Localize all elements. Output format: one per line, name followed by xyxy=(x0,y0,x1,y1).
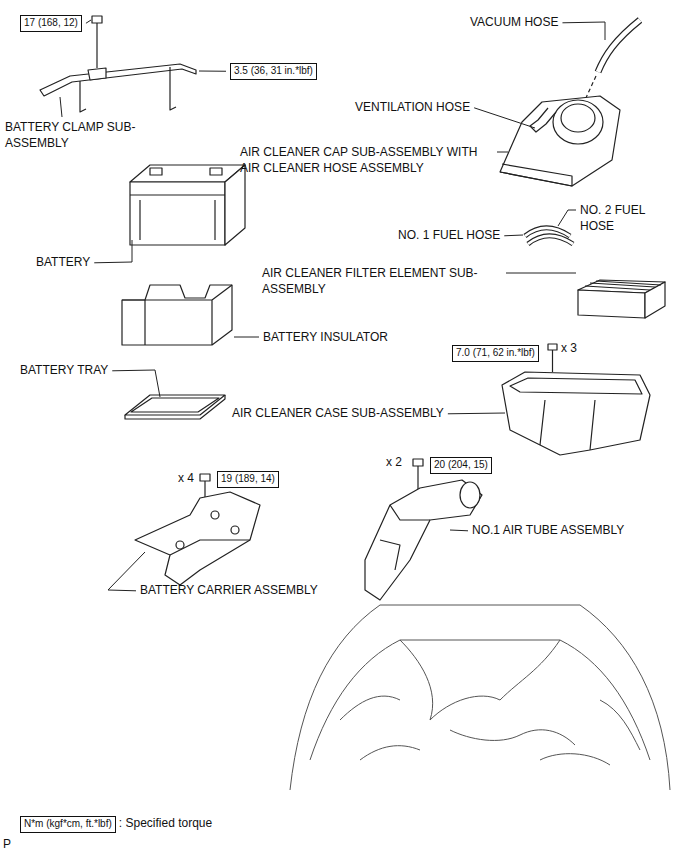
filter-element xyxy=(578,280,665,318)
torque-value: 19 (189, 14) xyxy=(221,473,275,484)
battery-insulator xyxy=(122,285,232,345)
part-name: AIR CLEANER FILTER ELEMENT SUB-ASSEMBLY xyxy=(262,266,502,297)
quantity: x 3 xyxy=(561,341,577,357)
engine-compartment xyxy=(290,605,670,790)
leader-line xyxy=(562,22,605,40)
torque-box: 19 (189, 14) xyxy=(217,471,279,488)
part-name: NO. 2 FUEL HOSE xyxy=(580,203,665,234)
leader-line xyxy=(94,240,132,263)
part-name: BATTERY INSULATOR xyxy=(263,330,388,346)
leader-line xyxy=(234,337,259,338)
leader-line xyxy=(108,552,145,591)
torque-value: 20 (204, 15) xyxy=(434,459,488,470)
part-name: NO. 1 FUEL HOSE xyxy=(398,228,500,244)
part-name: BATTERY TRAY xyxy=(20,363,108,379)
torque-box: 17 (168, 12) xyxy=(20,15,82,32)
leader-line xyxy=(504,235,523,237)
bolt xyxy=(92,16,102,23)
part-name: BATTERY xyxy=(36,255,90,271)
part-name: AIR CLEANER CASE SUB-ASSEMBLY xyxy=(232,406,444,422)
part-name: BATTERY CARRIER ASSEMBLY xyxy=(140,583,318,599)
bolt xyxy=(413,459,423,466)
torque-value: 3.5 (36, 31 in.*lbf) xyxy=(234,65,313,76)
air-cleaner-cap xyxy=(500,96,620,186)
part-name: NO.1 AIR TUBE ASSEMBLY xyxy=(472,523,624,539)
screw xyxy=(548,344,557,350)
leader-line xyxy=(86,20,91,23)
torque-value: 17 (168, 12) xyxy=(24,17,78,28)
torque-value: N*m (kgf*cm, ft.*lbf) xyxy=(24,818,112,829)
bolt xyxy=(200,474,210,481)
torque-box: 20 (204, 15) xyxy=(430,457,492,474)
leader-line xyxy=(448,413,505,415)
leader-line xyxy=(199,71,226,72)
battery-tray xyxy=(125,395,225,419)
air-tube xyxy=(365,459,482,600)
part-name: AIR CLEANER CAP SUB-ASSEMBLY WITH AIR CL… xyxy=(240,145,492,176)
leader-line xyxy=(112,370,160,397)
quantity: x 4 xyxy=(178,471,194,487)
leader-line xyxy=(450,530,468,532)
torque-value: 7.0 (71, 62 in.*lbf) xyxy=(456,347,535,358)
leader-line xyxy=(497,152,508,153)
leader-line xyxy=(60,97,62,117)
page-code: P xyxy=(3,837,11,853)
torque-box: 3.5 (36, 31 in.*lbf) xyxy=(230,63,317,80)
leader-line xyxy=(474,108,535,128)
quantity: x 2 xyxy=(386,455,402,471)
torque-box: 7.0 (71, 62 in.*lbf) xyxy=(452,345,539,362)
battery xyxy=(130,165,245,245)
battery-carrier xyxy=(135,474,260,585)
legend-text: : Specified torque xyxy=(119,816,212,832)
part-name: VENTILATION HOSE xyxy=(355,100,470,116)
legend-box: N*m (kgf*cm, ft.*lbf) xyxy=(20,816,116,833)
leader-line xyxy=(506,273,576,274)
leader-line xyxy=(558,210,576,226)
part-name: BATTERY CLAMP SUB-ASSEMBLY xyxy=(5,120,145,151)
part-name: VACUUM HOSE xyxy=(470,15,558,31)
